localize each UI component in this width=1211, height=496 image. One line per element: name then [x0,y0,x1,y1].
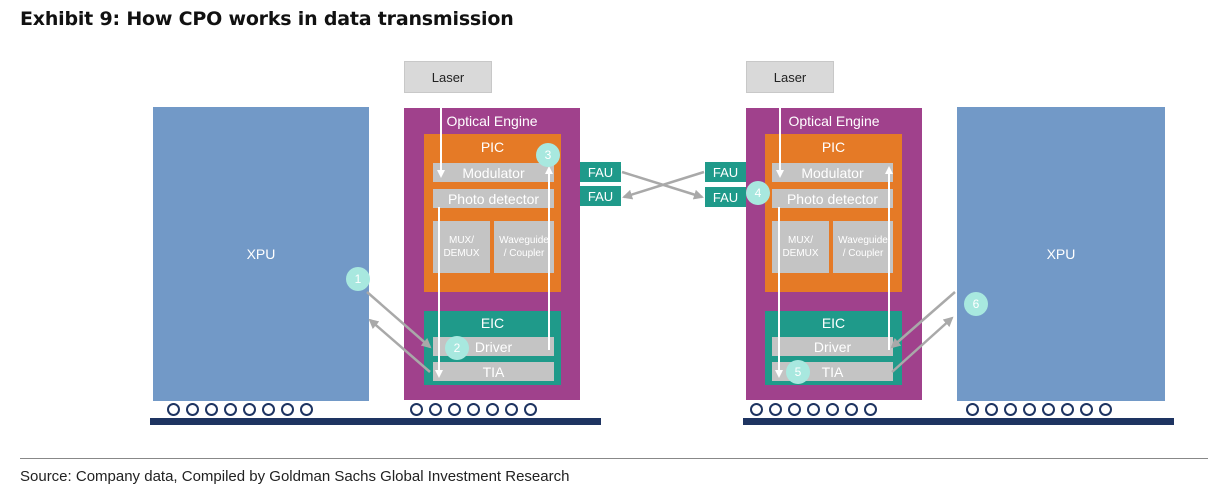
optical-engine-label: Optical Engine [446,113,538,129]
step-badge-1: 1 [346,267,370,291]
fau-right-bottom: FAU [705,187,746,207]
waveguide-coupler-left: Waveguide / Coupler [494,221,554,273]
modulator-left: Modulator [433,163,554,182]
xpu-left: XPU [153,107,369,401]
coupler-label: / Coupler [503,248,545,259]
step-badge-2: 2 [445,336,469,360]
tia-to-xpu-left [368,318,431,373]
step-badge-4: 4 [746,181,770,205]
tia-left: TIA [433,362,554,381]
demux-label: DEMUX [443,248,480,259]
xpu-to-driver-right [890,291,956,349]
solder-balls-right-xpu [966,403,1112,416]
mux-demux-right: MUX/ DEMUX [772,221,829,273]
eic-label: EIC [821,315,846,331]
mux-label: MUX/ [788,235,813,246]
tia-to-xpu-right [891,316,954,373]
mux-label: MUX/ [449,235,474,246]
photo-detector-right: Photo detector [772,189,893,208]
fau-left-bottom: FAU [580,186,621,206]
xpu-right: XPU [957,107,1165,401]
modulator-right: Modulator [772,163,893,182]
coupler-label: / Coupler [842,248,884,259]
optical-engine-label: Optical Engine [788,113,880,129]
step-badge-3: 3 [536,143,560,167]
waveguide-label: Waveguide [838,235,888,246]
xpu-to-driver-left [366,291,432,349]
step-badge-5: 5 [786,360,810,384]
driver-right: Driver [772,337,893,356]
mux-demux-left: MUX/ DEMUX [433,221,490,273]
laser-right: Laser [746,61,834,93]
pic-label: PIC [480,139,505,155]
solder-balls-left-xpu [167,403,313,416]
laser-left: Laser [404,61,492,93]
waveguide-coupler-right: Waveguide / Coupler [833,221,893,273]
source-note: Source: Company data, Compiled by Goldma… [20,468,570,485]
solder-balls-left-engine [410,403,537,416]
photo-detector-left: Photo detector [433,189,554,208]
demux-label: DEMUX [782,248,819,259]
exhibit-title: Exhibit 9: How CPO works in data transmi… [20,8,514,30]
solder-balls-right-engine [750,403,877,416]
waveguide-label: Waveguide [499,235,549,246]
fau-right-top: FAU [705,162,746,182]
footer-divider [20,458,1208,459]
fiber-right-to-left [622,170,705,200]
eic-label: EIC [480,315,505,331]
substrate-bar-left [150,418,601,425]
pic-label: PIC [821,139,846,155]
fau-left-top: FAU [580,162,621,182]
substrate-bar-right [743,418,1174,425]
step-badge-6: 6 [964,292,988,316]
